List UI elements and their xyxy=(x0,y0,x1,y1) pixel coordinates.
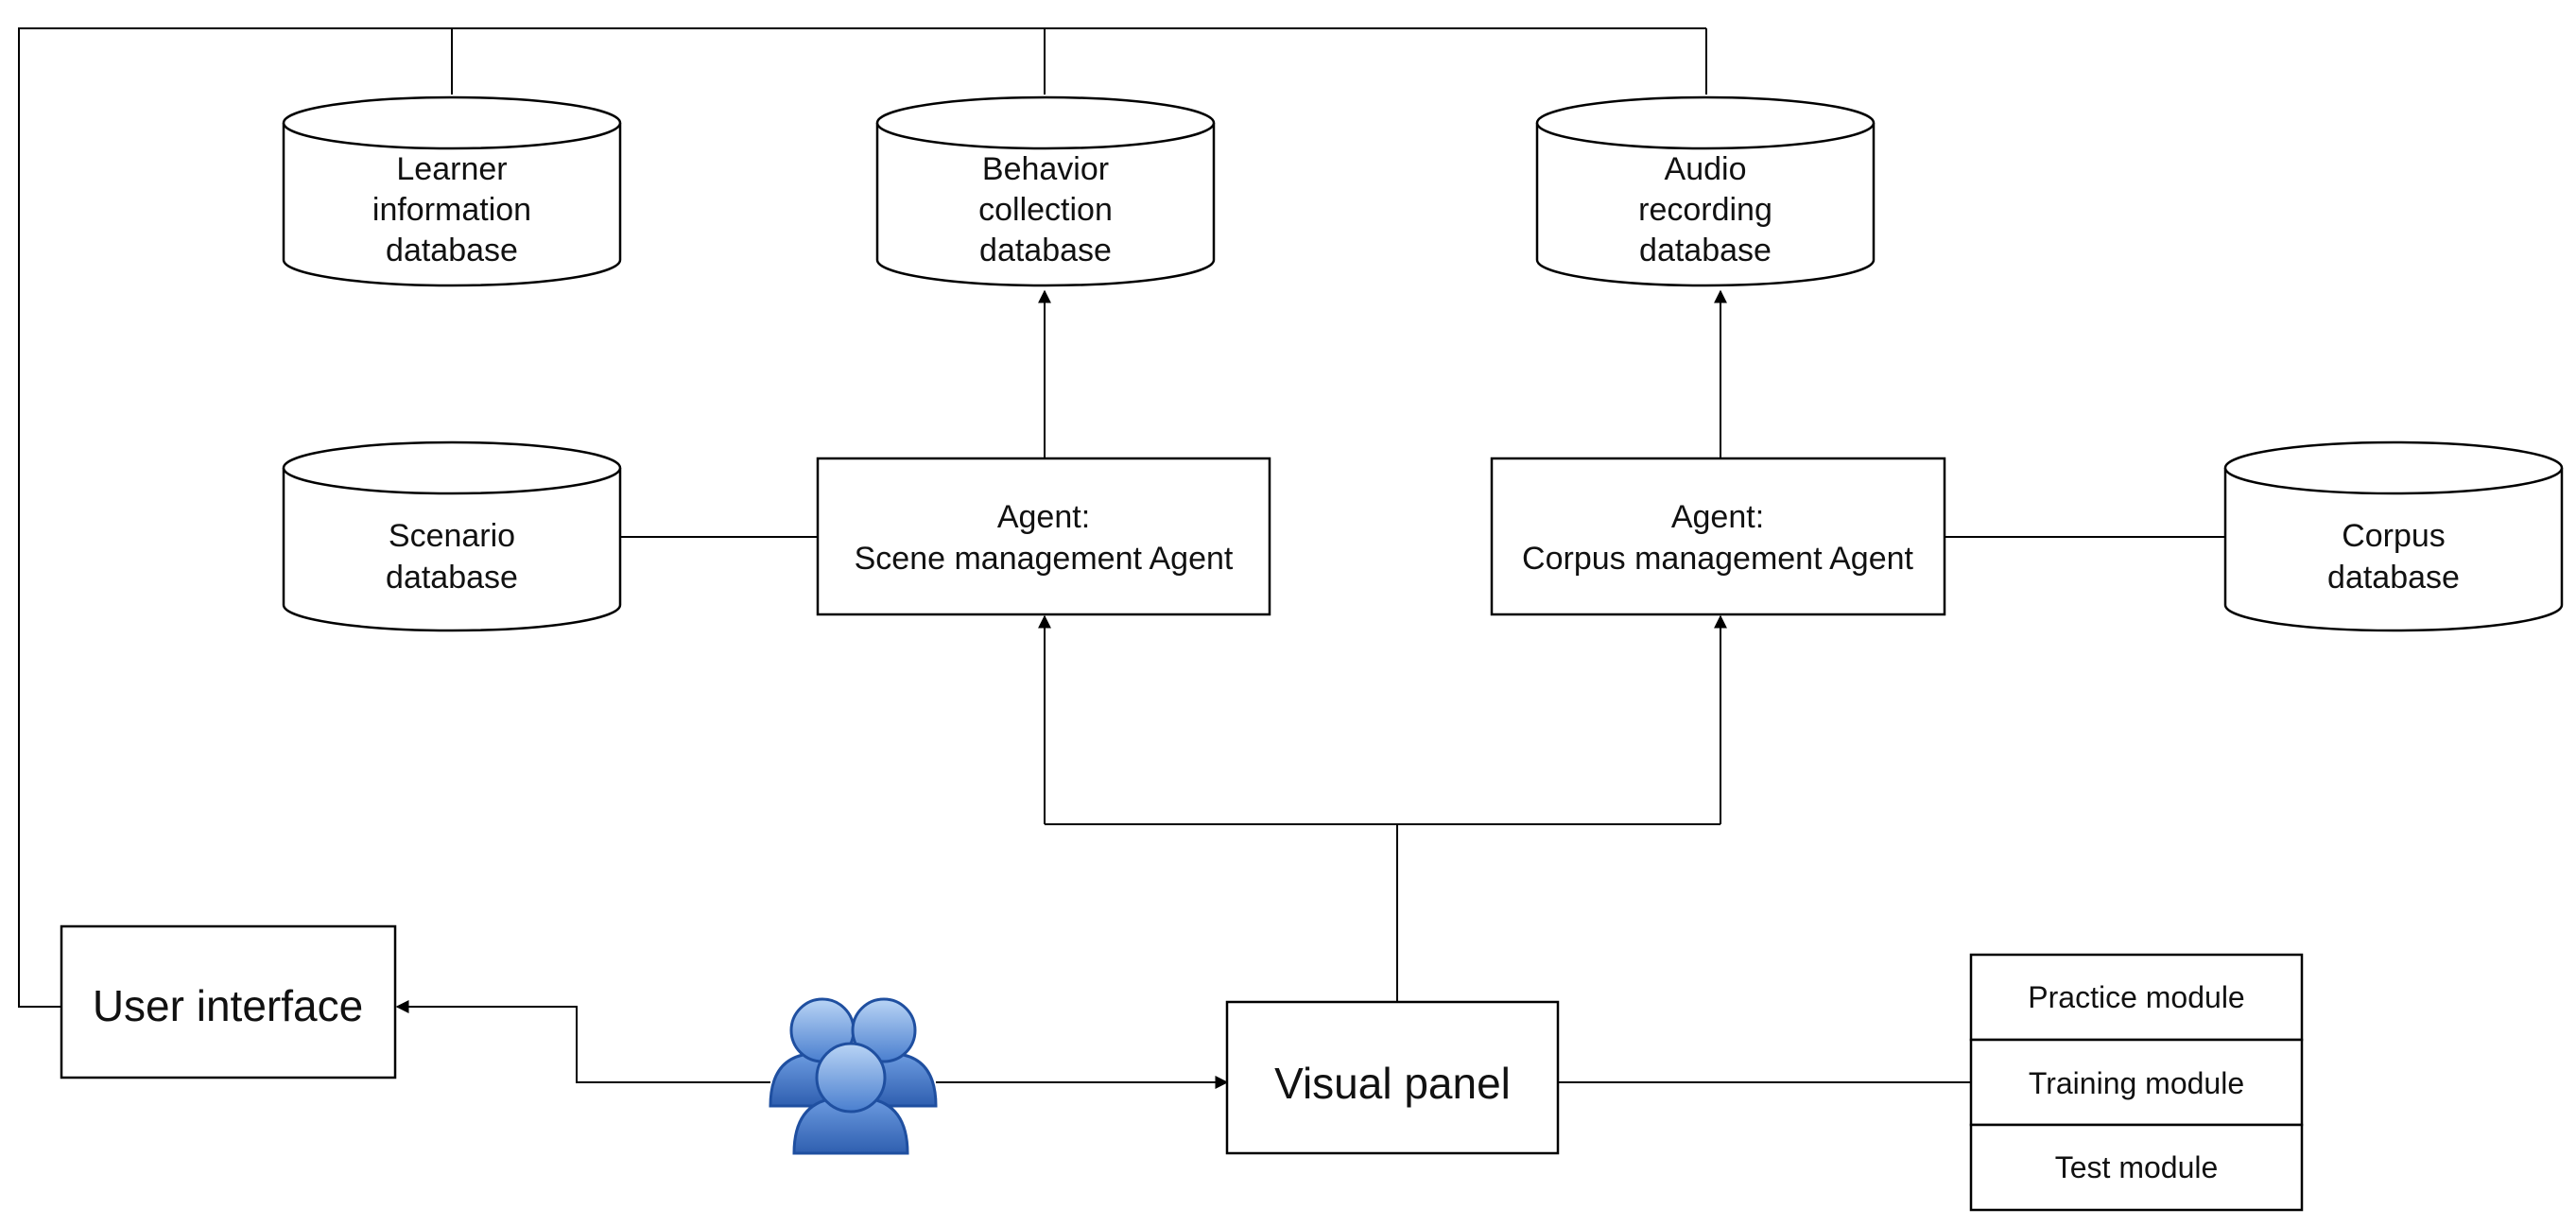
corpus-db-label-line-1: Corpus xyxy=(2342,518,2446,554)
practice-module-box xyxy=(1969,953,2304,1042)
learner-information-database: Learner information database xyxy=(282,95,622,287)
audio-db-label-line-3: database xyxy=(1639,233,1772,268)
corpus-db-label-line-2: database xyxy=(2327,560,2460,596)
training-module-label: Training module xyxy=(2029,1066,2244,1100)
scene-agent-label-line-1: Agent: xyxy=(997,499,1090,535)
test-module-label: Test module xyxy=(2055,1150,2219,1184)
user-interface-box: User interface xyxy=(60,924,397,1079)
audio-recording-database: Audio recording database xyxy=(1535,95,1876,287)
scene-management-agent-box: Agent: Scene management Agent xyxy=(816,457,1271,616)
behavior-db-label-line-2: collection xyxy=(978,192,1113,228)
behavior-db-label-line-3: database xyxy=(979,233,1112,268)
practice-module-label: Practice module xyxy=(2028,980,2244,1014)
audio-db-label-line-2: recording xyxy=(1638,192,1772,228)
connector-ui-to-top-bus xyxy=(18,27,1706,1008)
scenario-db-label-line-1: Scenario xyxy=(389,518,515,554)
corpus-agent-label-line-1: Agent: xyxy=(1671,499,1764,535)
visual-panel-label: Visual panel xyxy=(1274,1059,1511,1108)
corpus-management-agent-box: Agent: Corpus management Agent xyxy=(1490,457,1946,616)
test-module-box xyxy=(1969,1123,2304,1212)
scene-agent-label-line-2: Scene management Agent xyxy=(855,541,1234,577)
learner-db-label-line-3: database xyxy=(386,233,518,268)
learner-db-label-line-1: Learner xyxy=(396,151,507,187)
audio-db-label-line-1: Audio xyxy=(1665,151,1747,187)
behavior-collection-database: Behavior collection database xyxy=(875,95,1216,287)
learner-db-label-line-2: information xyxy=(372,192,531,228)
behavior-db-label-line-1: Behavior xyxy=(982,151,1109,187)
training-module-box xyxy=(1969,1038,2304,1127)
users-group-icon xyxy=(769,997,938,1155)
corpus-database: Corpus database xyxy=(2223,440,2564,632)
connector-users-to-ui xyxy=(395,1000,770,1083)
scenario-database: Scenario database xyxy=(282,440,622,632)
visual-panel-box: Visual panel xyxy=(1225,1000,1560,1155)
modules-stack: Practice module Training module Test mod… xyxy=(1969,953,2304,1212)
user-interface-label: User interface xyxy=(93,981,363,1030)
scenario-db-label-line-2: database xyxy=(386,560,518,596)
connectors xyxy=(18,27,2226,1089)
corpus-agent-label-line-2: Corpus management Agent xyxy=(1522,541,1913,577)
